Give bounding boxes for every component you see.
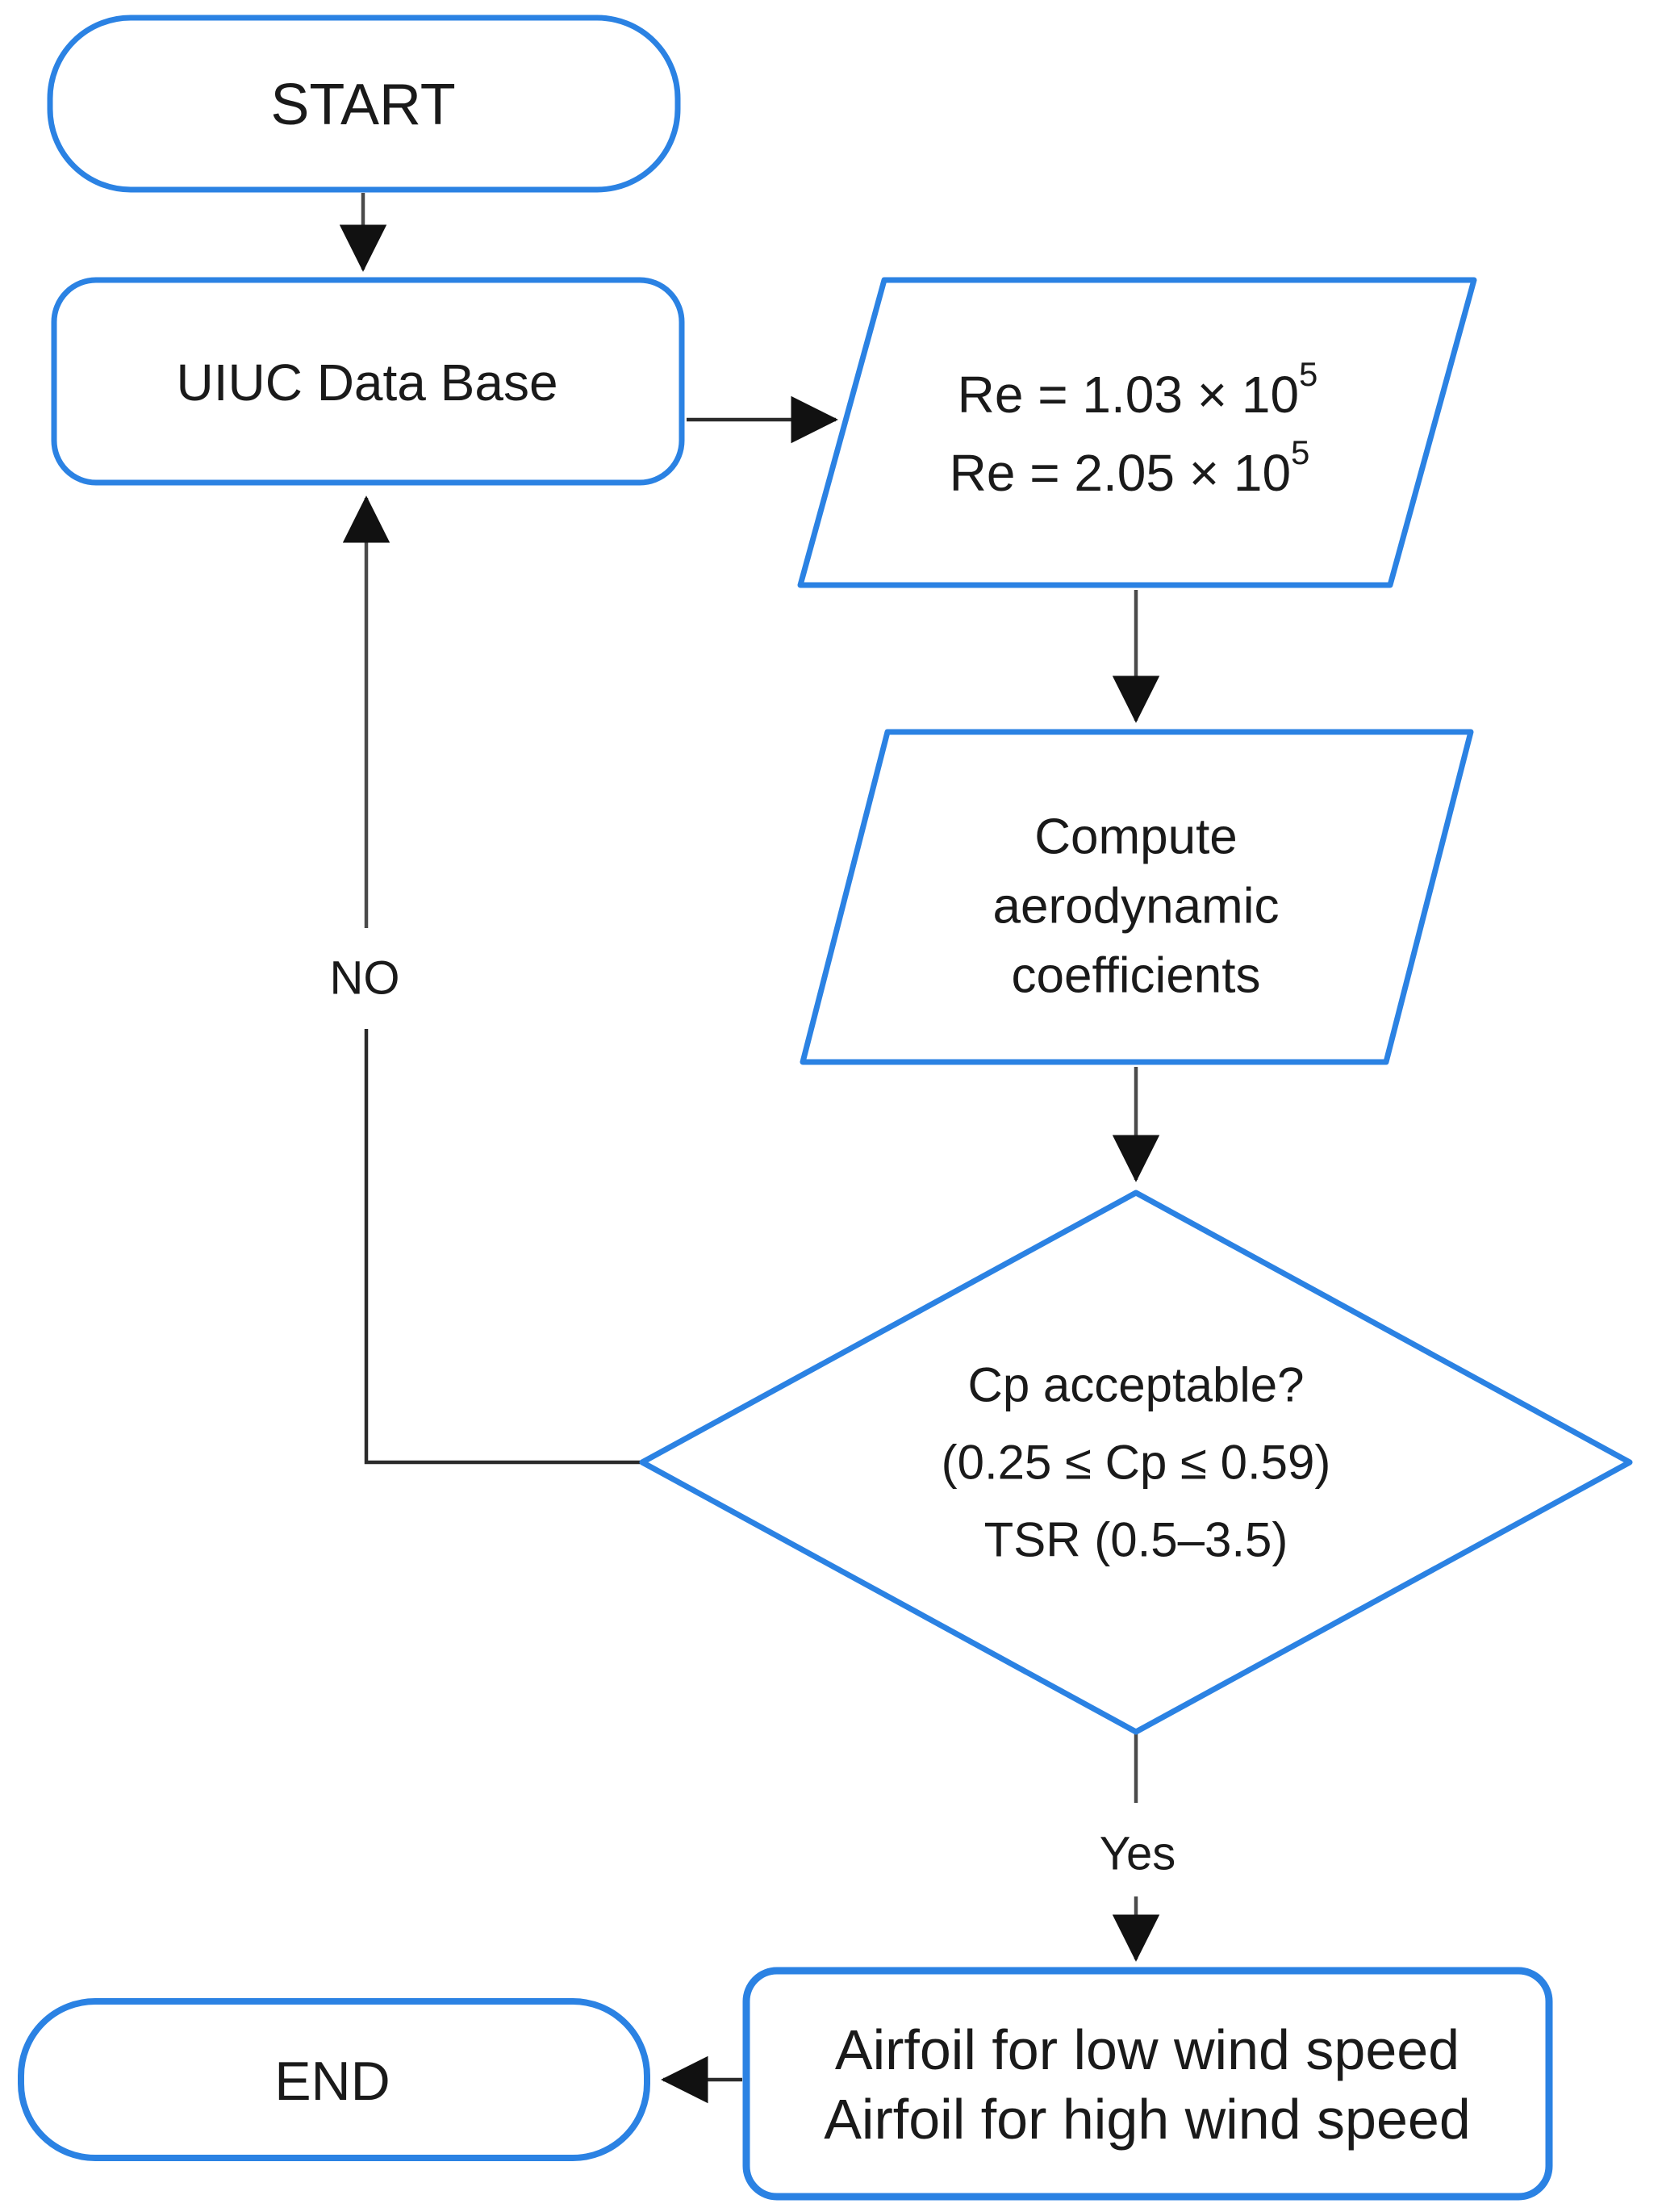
compute-parallelogram-shape [800, 729, 1474, 1065]
compute-line-1: Compute [1034, 809, 1238, 865]
result-line-1: Airfoil for low wind speed [835, 2018, 1459, 2081]
reynolds-parallelogram-shape [797, 277, 1477, 588]
decision-diamond-shape [639, 1190, 1633, 1735]
yes-branch-label: Yes [1100, 1828, 1176, 1880]
reynolds-line-1-exponent: 5 [1299, 355, 1317, 393]
start-label: START [270, 73, 455, 137]
compute-line-2: aerodynamic [993, 879, 1280, 935]
reynolds-line-1-base: Re = 1.03 × 10 [958, 366, 1299, 424]
reynolds-line-2-exponent: 5 [1291, 433, 1309, 471]
result-line-2: Airfoil for high wind speed [824, 2088, 1471, 2151]
start-terminator-shape [47, 15, 681, 193]
database-process-shape [51, 277, 685, 486]
database-label: UIUC Data Base [176, 353, 557, 412]
compute-line-3: coefficients [1011, 948, 1260, 1004]
decision-line-2: (0.25 ≤ Cp ≤ 0.59) [942, 1436, 1331, 1490]
decision-line-1: Cp acceptable? [968, 1358, 1305, 1412]
decision-line-3: TSR (0.5–3.5) [984, 1513, 1288, 1567]
end-terminator-shape [18, 1998, 650, 2161]
end-label: END [274, 2051, 390, 2112]
reynolds-line-2-base: Re = 2.05 × 10 [950, 444, 1291, 502]
no-branch-line-lower [364, 1029, 642, 1465]
no-branch-label: NO [330, 952, 400, 1005]
reynolds-line-1: Re = 1.03 × 105 [958, 355, 1318, 424]
reynolds-line-2: Re = 2.05 × 105 [950, 433, 1310, 503]
result-rectangle-shape [742, 1967, 1553, 2201]
